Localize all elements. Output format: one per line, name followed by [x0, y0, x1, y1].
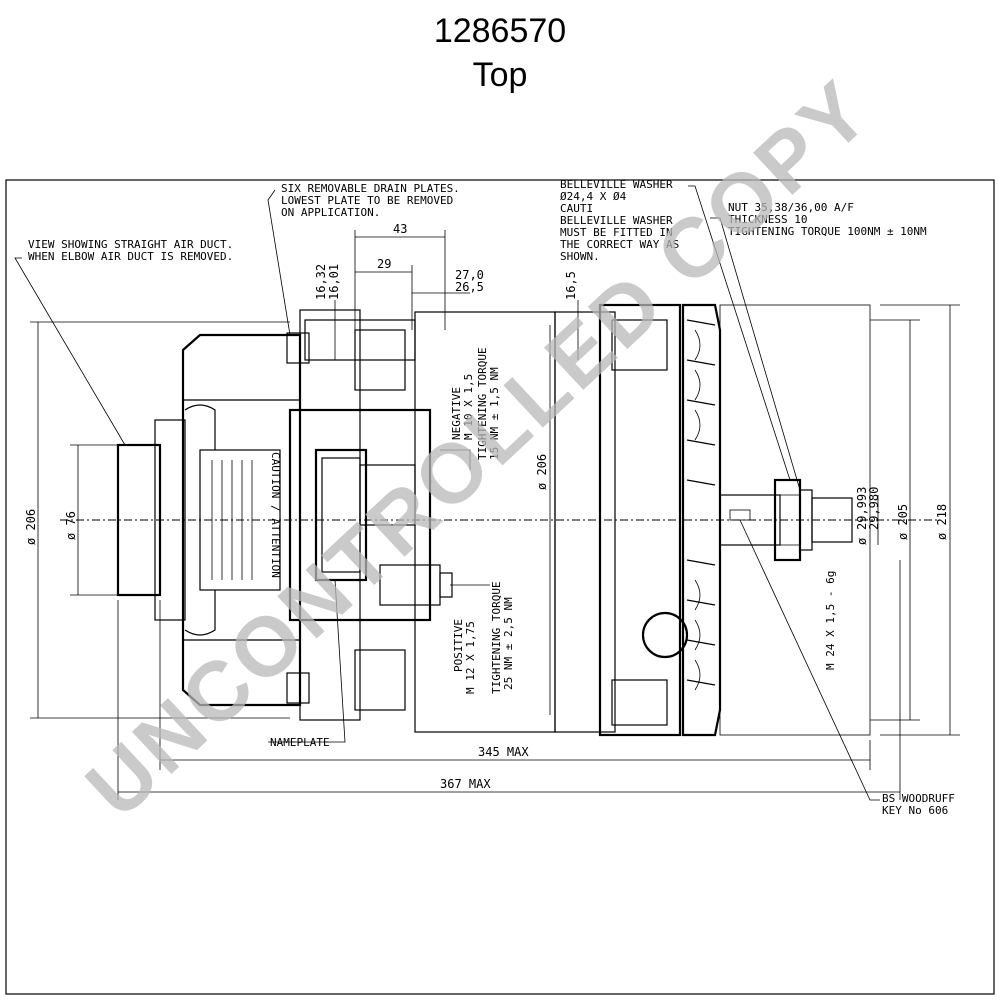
- view-title: Top: [472, 56, 528, 94]
- caution-label: CAUTION / ATTENTION: [269, 452, 282, 578]
- woodruff-key-note: BS WOODRUFF KEY No 606: [882, 792, 955, 817]
- dimension-lines: [30, 230, 960, 800]
- svg-text:TIGHTENING TORQUE: TIGHTENING TORQUE: [476, 347, 489, 460]
- belleville-washer-note: BELLEVILLE WASHER Ø24,4 X Ø4 CAUTI BELLE…: [560, 178, 679, 263]
- drain-plates-note: SIX REMOVABLE DRAIN PLATES. LOWEST PLATE…: [281, 182, 460, 219]
- positive-terminal-note: POSITIVE M 12 X 1,75 TIGHTENING TORQUE 2…: [452, 581, 515, 694]
- dim-345-max: 345 MAX: [478, 745, 529, 759]
- rear-housing: [70, 332, 310, 707]
- part-number-title: 1286570: [433, 12, 567, 50]
- svg-text:TIGHTENING TORQUE 100NM ± 10NM: TIGHTENING TORQUE 100NM ± 10NM: [728, 225, 927, 238]
- watermark: UNCONTROLLED COPY: [68, 61, 888, 835]
- dim-27: 27,0: [455, 268, 484, 282]
- svg-text:LOWEST PLATE TO BE REMOVED: LOWEST PLATE TO BE REMOVED: [281, 194, 453, 207]
- svg-text:Ø24,4 X Ø4: Ø24,4 X Ø4: [560, 190, 627, 203]
- svg-text:NUT 35,38/36,00 A/F: NUT 35,38/36,00 A/F: [728, 201, 854, 214]
- bearing-cap: [641, 611, 689, 659]
- svg-text:M 12 X 1,75: M 12 X 1,75: [464, 621, 477, 694]
- svg-text:VIEW SHOWING STRAIGHT AIR DUCT: VIEW SHOWING STRAIGHT AIR DUCT.: [28, 238, 233, 251]
- dim-43: 43: [393, 222, 407, 236]
- dim-16-01: 16,01: [327, 264, 341, 300]
- dim-dia-218: ø 218: [935, 504, 949, 540]
- svg-text:WHEN ELBOW AIR DUCT IS REMOVED: WHEN ELBOW AIR DUCT IS REMOVED.: [28, 250, 233, 263]
- svg-text:NEGATIVE: NEGATIVE: [450, 387, 463, 440]
- svg-text:M 10 X 1,5: M 10 X 1,5: [462, 374, 475, 440]
- svg-text:POSITIVE: POSITIVE: [452, 619, 465, 672]
- svg-text:SIX REMOVABLE DRAIN PLATES.: SIX REMOVABLE DRAIN PLATES.: [281, 182, 460, 195]
- nut-note: NUT 35,38/36,00 A/F THICKNESS 10 TIGHTEN…: [728, 201, 927, 238]
- dim-26: 26,5: [455, 280, 484, 294]
- air-duct-note: VIEW SHOWING STRAIGHT AIR DUCT. WHEN ELB…: [28, 238, 233, 263]
- nameplate-label: NAMEPLATE: [270, 736, 330, 749]
- svg-text:TIGHTENING TORQUE: TIGHTENING TORQUE: [490, 581, 503, 694]
- dim-dia-206-left: ø 206: [24, 509, 38, 545]
- caution-plate: CAUTION / ATTENTION: [199, 449, 282, 591]
- svg-text:THICKNESS 10: THICKNESS 10: [728, 213, 807, 226]
- svg-text:THE CORRECT WAY AS: THE CORRECT WAY AS: [560, 238, 679, 251]
- negative-terminal-note: NEGATIVE M 10 X 1,5 TIGHTENING TORQUE 15…: [450, 347, 501, 460]
- svg-text:BS WOODRUFF: BS WOODRUFF: [882, 792, 955, 805]
- dim-29: 29: [377, 257, 391, 271]
- dim-16-5: 16,5: [564, 271, 578, 300]
- svg-text:BELLEVILLE WASHER: BELLEVILLE WASHER: [560, 214, 673, 227]
- svg-text:BELLEVILLE WASHER: BELLEVILLE WASHER: [560, 178, 673, 191]
- dim-16-32: 16,32: [314, 264, 328, 300]
- dim-dia-76: ø 76: [64, 511, 78, 540]
- dim-dia-symbol: ø: [855, 538, 869, 545]
- dim-29-993: 29,993: [855, 487, 869, 530]
- svg-text:ON APPLICATION.: ON APPLICATION.: [281, 206, 380, 219]
- svg-text:SHOWN.: SHOWN.: [560, 250, 600, 263]
- dim-367-max: 367 MAX: [440, 777, 491, 791]
- svg-text:CAUTI: CAUTI: [560, 202, 593, 215]
- thread-label: M 24 X 1,5 - 6g: [824, 571, 837, 670]
- dim-dia-205: ø 205: [896, 504, 910, 540]
- svg-text:KEY No 606: KEY No 606: [882, 804, 948, 817]
- leader-lines: [14, 185, 880, 801]
- svg-text:15 NM ± 1,5 NM: 15 NM ± 1,5 NM: [488, 367, 501, 460]
- svg-text:MUST BE FITTED IN: MUST BE FITTED IN: [560, 226, 673, 239]
- stator-body: [414, 303, 689, 737]
- svg-text:25 NM ± 2,5 NM: 25 NM ± 2,5 NM: [502, 597, 515, 690]
- dim-29-980: 29,980: [867, 487, 881, 530]
- drawing-frame: [5, 179, 995, 995]
- dim-dia-206-mid: ø 206: [535, 454, 549, 490]
